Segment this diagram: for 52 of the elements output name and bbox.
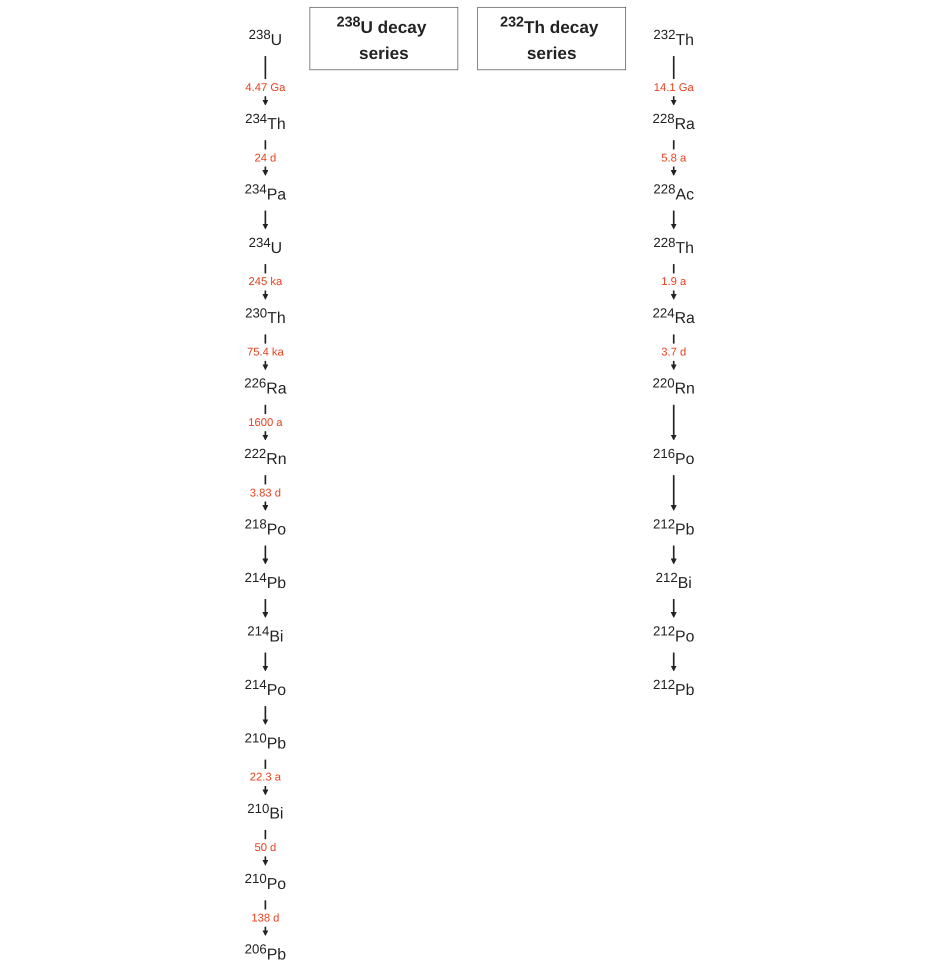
arrow: [671, 404, 678, 440]
node-text: $^{210}$Po: [245, 872, 287, 894]
node-box: $^{232}$Th decay series: [478, 6, 626, 70]
node-text: $^{226}$Ra: [244, 376, 287, 398]
node-text: $^{206}$Pb: [245, 942, 287, 964]
edge-label: 4.47 Ga: [246, 81, 286, 94]
node-text: $^{214}$Bi: [248, 624, 284, 646]
arrow: [671, 652, 678, 672]
node-text: $^{210}$Bi: [248, 802, 284, 823]
edge-label: 22.3 a: [250, 770, 282, 784]
edge-label: 24 d: [254, 151, 277, 164]
arrow: [262, 546, 269, 564]
arrow: [262, 706, 269, 725]
arrow: [262, 652, 269, 672]
node-text: $^{224}$Ra: [653, 306, 696, 328]
node-text: $^{216}$Po: [653, 446, 695, 468]
node-text: $^{210}$Pb: [245, 731, 287, 752]
node-text: $^{234}$U: [249, 236, 283, 257]
node-text: $^{238}$U: [249, 28, 283, 49]
node-box: $^{238}$U decay series: [310, 6, 459, 70]
edge-label: 14.1 Ga: [654, 81, 694, 94]
edge-label: 138 d: [252, 912, 280, 924]
node-text: $^{220}$Rn: [653, 376, 696, 398]
node-text: $^{214}$Pb: [245, 570, 287, 592]
node-text: $^{228}$Th: [654, 236, 694, 257]
node-text: $^{234}$Pa: [245, 182, 287, 204]
node-text: $^{212}$Bi: [656, 570, 692, 592]
node-text: $^{228}$Ra: [653, 112, 696, 133]
node-text: $^{230}$Th: [246, 306, 286, 328]
node-text: $^{212}$Po: [653, 624, 695, 646]
node-text: $^{222}$Rn: [244, 446, 287, 468]
arrow: [262, 210, 269, 230]
arrow: [671, 210, 678, 230]
edge-label: 1600 a: [248, 416, 284, 429]
node-text: $^{212}$Pb: [653, 678, 695, 699]
node-text: $^{232}$Th: [654, 28, 694, 49]
node-text: $^{218}$Po: [245, 517, 287, 538]
arrow: [671, 475, 678, 511]
node-text: $^{212}$Pb: [653, 517, 695, 538]
edge-label: 75.4 ka: [247, 346, 284, 358]
arrow: [262, 599, 269, 618]
node-text: $^{228}$Ac: [654, 182, 694, 204]
edge-label: 50 d: [254, 841, 277, 854]
edge-label: 3.83 d: [250, 486, 282, 499]
edge-label: 5.8 a: [662, 151, 687, 164]
edge-label: 3.7 d: [662, 346, 687, 358]
node-text: $^{214}$Po: [245, 678, 287, 699]
edge-label: 1.9 a: [662, 275, 687, 288]
arrow: [671, 546, 678, 564]
node-text: $^{234}$Th: [246, 112, 286, 133]
arrow: [671, 599, 678, 618]
edge-label: 245 ka: [248, 275, 283, 288]
